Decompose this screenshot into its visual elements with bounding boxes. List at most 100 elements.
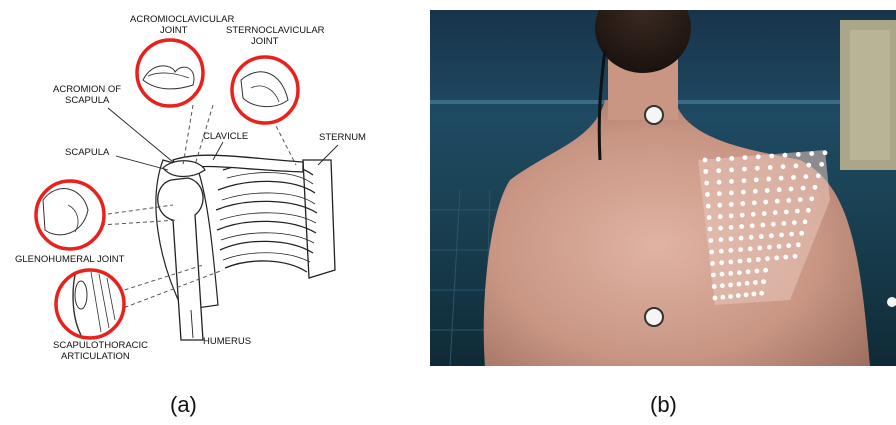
skin-marker-dot [728,294,733,299]
skin-marker-dot [767,245,772,250]
skin-marker-dot [769,154,774,159]
skin-marker-dot [769,233,774,238]
skin-marker-dot [782,221,787,226]
skin-marker-dot [755,166,760,171]
skin-marker-dot [771,222,776,227]
label-acromion-2: SCAPULA [65,95,110,106]
skin-marker-dot [729,225,734,230]
photo-svg [430,10,896,366]
skin-marker-dot [738,259,743,264]
skin-marker-dot [736,293,741,298]
skin-marker-dot [775,199,780,204]
label-pointers [108,108,338,338]
label-acromioclavicular-1: ACROMIOCLAVICULAR [130,14,234,25]
skin-marker-dot [711,273,716,278]
skin-marker-dot [751,212,756,217]
skin-marker-dot [796,152,801,157]
label-humerus: HUMERUS [203,336,251,347]
skin-marker-dot [799,231,804,236]
skin-marker-dot [749,235,754,240]
skin-marker-dot [718,226,723,231]
skin-marker-dot [793,254,798,259]
skin-marker-dot [783,255,788,260]
skin-marker-dot [729,237,734,242]
skin-marker-dot [768,165,773,170]
skin-marker-dot [806,163,811,168]
skin-marker-dot [804,174,809,179]
label-acromioclavicular-2: JOINT [160,25,188,36]
skin-marker-dot [729,214,734,219]
skin-marker-dot [717,191,722,196]
skin-marker-dot [742,167,747,172]
skin-marker-dot [777,187,782,192]
skin-marker-dot [779,233,784,238]
skin-marker-dot [713,296,718,301]
skin-marker-dot [777,244,782,249]
skin-marker-dot [774,256,779,261]
label-scapulothoracic-2: ARTICULATION [61,351,130,362]
skin-marker-dot [763,200,768,205]
skin-marker-dot [743,155,748,160]
skin-marker-dot [706,204,711,209]
skin-marker-dot [763,268,768,273]
skin-marker-dot [792,220,797,225]
skin-marker-dot [708,227,713,232]
rib-cage [216,163,317,272]
skin-marker-dot [783,153,788,158]
skin-marker-dot [796,242,801,247]
skin-marker-dot [753,280,758,285]
label-sternum: STERNUM [319,132,366,143]
skin-marker-dot [753,189,758,194]
scapulothoracic-articulation-circle [56,270,124,338]
skin-marker-dot [803,219,808,224]
marker-c7 [645,106,663,124]
skin-marker-dot [795,209,800,214]
skin-marker-dot [755,269,760,274]
skin-marker-dot [729,168,734,173]
skin-marker-dot [719,249,724,254]
skin-marker-dot [759,234,764,239]
skin-marker-dot [754,177,759,182]
back-marker-photo [430,10,896,366]
skin-marker-dot [819,162,824,167]
skin-marker-dot [710,261,715,266]
skin-marker-dot [740,201,745,206]
humerus-bone [158,178,203,340]
skin-marker-dot [716,168,721,173]
skin-marker-dot [703,169,708,174]
skin-marker-dot [784,210,789,215]
skin-marker-dot [791,175,796,180]
label-sternoclavicular-2: JOINT [251,36,279,47]
label-scapula: SCAPULA [65,147,110,158]
skin-marker-dot [786,243,791,248]
skin-marker-dot [773,210,778,215]
skin-marker-dot [729,191,734,196]
skin-marker-dot [729,248,734,253]
skin-marker-dot [823,150,828,155]
skin-marker-dot [816,173,821,178]
skin-marker-dot [765,256,770,261]
anatomy-svg: ACROMIOCLAVICULAR JOINT STERNOCLAVICULAR… [13,10,375,366]
skin-marker-dot [781,164,786,169]
skin-marker-dot [750,223,755,228]
skin-marker-dot [720,272,725,277]
caption-b: (b) [650,392,677,418]
skin-marker-dot [737,270,742,275]
skin-marker-dot [759,291,764,296]
skin-marker-dot [766,177,771,182]
skin-marker-dot [720,283,725,288]
skin-marker-dot [708,238,713,243]
skin-marker-dot [729,179,734,184]
skin-marker-dot [786,198,791,203]
skin-marker-dot [712,284,717,289]
skin-marker-dot [760,223,765,228]
skin-marker-dot [728,271,733,276]
skin-marker-dot [716,157,721,162]
skin-marker-dot [809,196,814,201]
skin-marker-dot [717,203,722,208]
skin-marker-dot [798,197,803,202]
skin-marker-dot [748,246,753,251]
skin-marker-dot [719,260,724,265]
label-acromion-1: ACROMION OF [53,84,121,95]
skin-marker-dot [703,158,708,163]
